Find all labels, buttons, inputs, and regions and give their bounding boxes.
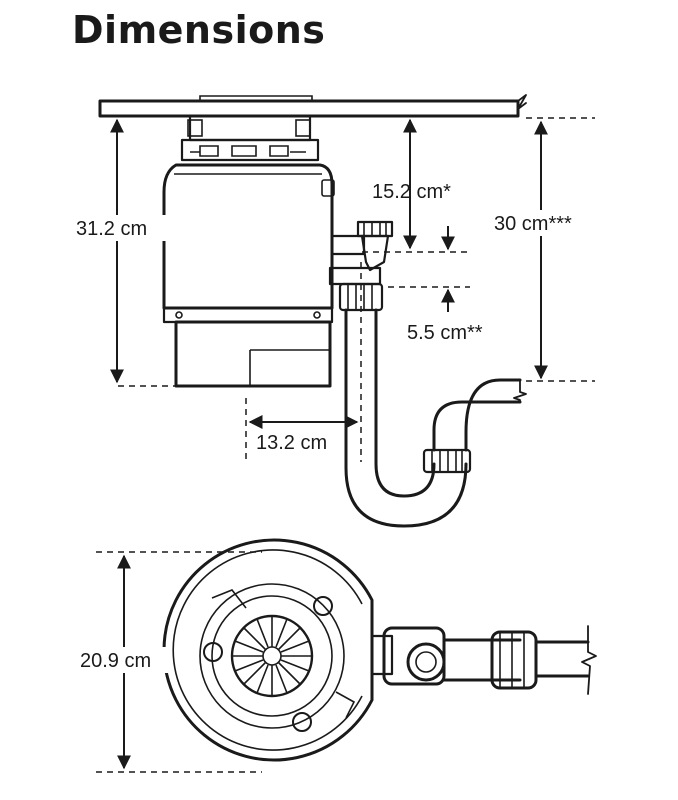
mounting-lugs xyxy=(203,589,356,732)
page-title: Dimensions xyxy=(72,8,326,52)
mounting-assembly xyxy=(180,114,320,162)
drain-break xyxy=(513,379,527,403)
top-view: 20.9 cm xyxy=(78,538,597,773)
splash-guard xyxy=(230,614,314,698)
pipe-break xyxy=(581,625,597,695)
label-inlet-to-outlet: 5.5 cm** xyxy=(407,322,483,344)
label-unit-height: 31.2 cm xyxy=(76,218,147,240)
sink-flange xyxy=(199,95,313,101)
side-view: 31.2 cm 15.2 cm* 5.5 cm** 30 cm*** 13.2 … xyxy=(72,94,595,528)
p-trap xyxy=(344,308,527,528)
label-outlet-offset: 13.2 cm xyxy=(256,432,327,454)
ledge-break xyxy=(517,94,527,110)
label-diameter: 20.9 cm xyxy=(80,650,151,672)
label-mount-to-drain: 30 cm*** xyxy=(494,213,572,235)
outlet-pipe-top xyxy=(370,625,597,695)
housing-outline xyxy=(162,538,374,762)
sink-ledge xyxy=(98,99,520,118)
disposer-body xyxy=(162,163,366,388)
label-top-to-inlet: 15.2 cm* xyxy=(372,181,451,203)
